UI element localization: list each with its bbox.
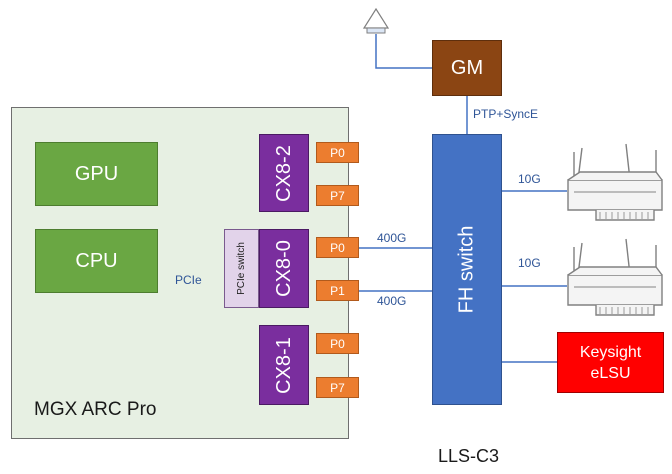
link-speed-label: 400G — [377, 231, 407, 245]
cpu-box: CPU — [35, 229, 158, 293]
port-box: P7 — [316, 377, 359, 398]
nic-label: CX8-0 — [272, 240, 295, 297]
nic-label: CX8-2 — [272, 144, 295, 202]
port-box: P0 — [316, 142, 359, 163]
port-box: P1 — [316, 280, 359, 301]
keysight-line1: Keysight — [579, 343, 642, 361]
gps-antenna-icon — [362, 7, 390, 34]
nic-cx8-2: CX8-2 — [259, 134, 309, 212]
pcie-switch-box: PCIe switch — [224, 229, 259, 308]
port-box: P0 — [316, 237, 359, 258]
site-label: LLS-C3 — [438, 446, 500, 466]
ru-link-label: 10G — [518, 172, 541, 186]
nic-cx8-0: CX8-0 — [259, 229, 309, 308]
fh-switch-box: FH switch — [432, 134, 502, 405]
port-box: P7 — [316, 185, 359, 206]
ru-link-label: 10G — [518, 256, 541, 270]
pcie-label: PCIe — [175, 273, 202, 287]
antenna-gm-link — [375, 34, 432, 69]
gm-box: GM — [432, 40, 502, 96]
radio-unit-icon — [567, 143, 663, 221]
nic-label: CX8-1 — [272, 336, 295, 394]
port-box: P0 — [316, 333, 359, 354]
fh-switch-label: FH switch — [455, 225, 478, 314]
chassis-label: MGX ARC Pro — [34, 399, 157, 420]
nic-cx8-1: CX8-1 — [259, 325, 309, 405]
link-speed-label: 400G — [377, 294, 407, 308]
radio-unit-icon — [567, 238, 663, 316]
ptp-label: PTP+SyncE — [473, 107, 539, 121]
keysight-elsu-box: Keysight eLSU — [557, 332, 664, 393]
gpu-box: GPU — [35, 142, 158, 206]
keysight-line2: eLSU — [590, 364, 631, 382]
pcie-switch-label: PCIe switch — [236, 242, 248, 295]
